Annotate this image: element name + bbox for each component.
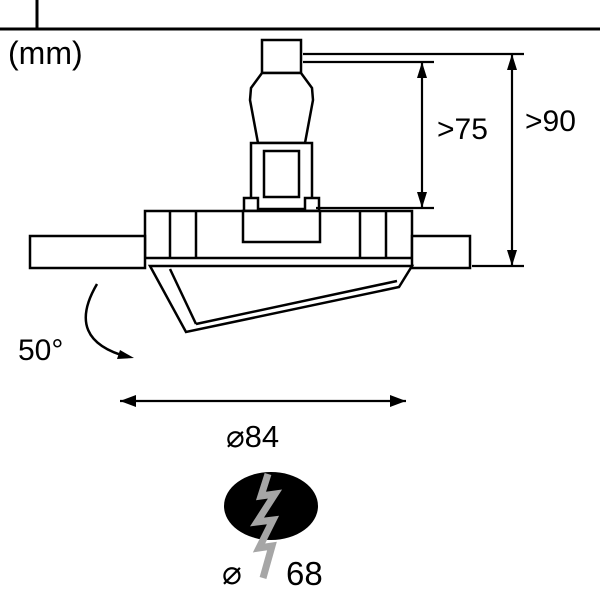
mount-block xyxy=(241,209,322,244)
swivel-ring xyxy=(147,264,415,334)
luminaire-cross-section xyxy=(28,38,472,334)
tilt-arc xyxy=(84,283,129,359)
arrowhead-down xyxy=(507,250,517,266)
screw-left xyxy=(242,196,260,213)
arrowhead-up xyxy=(417,62,427,78)
dimension-label-75: >75 xyxy=(437,113,488,146)
arrowhead xyxy=(117,350,134,359)
connector-inner xyxy=(262,149,301,199)
tilt-angle-annotation: 50° xyxy=(18,283,134,367)
trim-flange-right xyxy=(410,234,472,270)
dimension-label-90: >90 xyxy=(525,105,576,138)
strain-relief xyxy=(248,71,315,145)
arrowhead-up xyxy=(507,54,517,70)
arrowhead-down xyxy=(417,192,427,208)
arrowhead-left xyxy=(120,395,136,407)
cutout-diameter-value: 68 xyxy=(286,555,323,592)
frame xyxy=(0,0,600,31)
trim-flange-left xyxy=(28,234,147,270)
dimension-outer-diameter: ⌀84 xyxy=(120,395,406,454)
cutout-diameter-symbol: ⌀ xyxy=(222,554,242,591)
break-bolt xyxy=(250,472,283,579)
mains-connector xyxy=(260,38,303,75)
swivel-ring-inner-line xyxy=(195,279,398,326)
outer-diameter-label: ⌀84 xyxy=(226,419,279,454)
cutout-annotation: ⌀ 68 xyxy=(222,472,323,592)
tilt-angle-label: 50° xyxy=(18,334,63,367)
swivel-ring-left-edge xyxy=(168,268,198,325)
unit-label: (mm) xyxy=(8,35,83,71)
dimension-min-depth-upper: >75 xyxy=(303,60,488,210)
dimension-min-depth-total: >90 xyxy=(303,52,576,268)
arrowhead-right xyxy=(390,395,406,407)
